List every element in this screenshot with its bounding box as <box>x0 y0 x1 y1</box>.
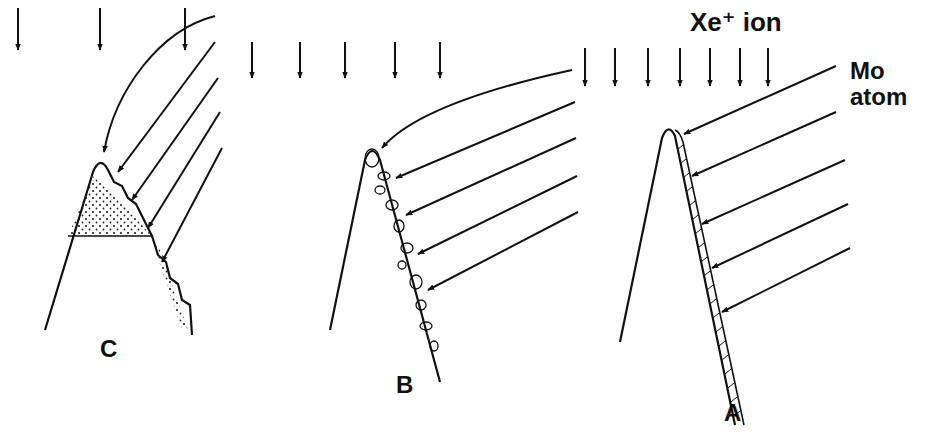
tip-letter: C <box>100 336 117 362</box>
tip-letter: A <box>724 400 741 426</box>
atom-label: Mo atom <box>850 58 920 111</box>
tip-letter: B <box>396 372 413 398</box>
ion-label: Xe⁺ ion <box>690 8 782 37</box>
tip-b <box>330 149 440 382</box>
ion-arrows <box>18 8 768 86</box>
tip-a <box>620 129 744 425</box>
atom-arrows-a <box>684 66 850 312</box>
atom-arrows-b <box>382 70 578 290</box>
atom-arrows-c <box>104 16 222 262</box>
